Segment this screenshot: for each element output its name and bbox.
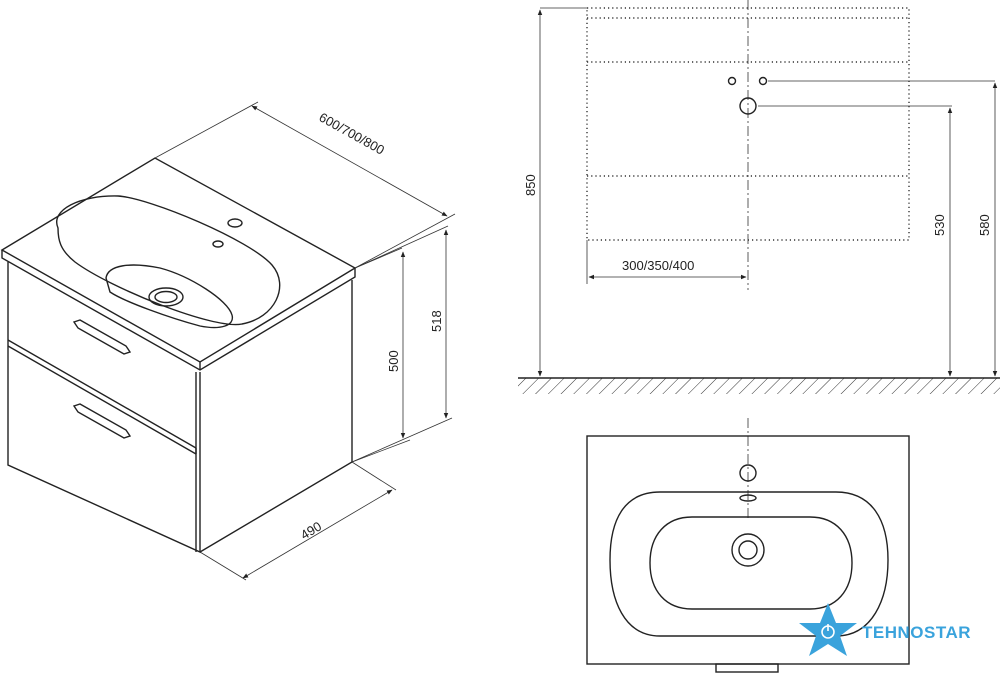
top-tap-hole — [739, 464, 757, 482]
wall-hole-right — [758, 76, 768, 86]
dim-height-total: 518 — [429, 310, 444, 332]
basin-drain — [148, 287, 184, 307]
tap-hole — [227, 218, 243, 228]
top-drain — [731, 533, 765, 567]
floor-hatch — [518, 378, 1000, 394]
logo: TEHNOSTAR — [799, 603, 971, 656]
top-basin-bowl — [649, 516, 853, 610]
top-bracket — [715, 663, 779, 673]
tap-hole-small — [212, 240, 224, 248]
drawer-handle-top — [72, 319, 132, 355]
dim-height-drain-high: 580 — [977, 214, 992, 236]
countertop-top — [0, 157, 357, 363]
dim-height-drain-low: 530 — [932, 214, 947, 236]
cabinet-front — [7, 262, 201, 554]
dim-depth: 490 — [298, 519, 324, 543]
isometric-view: 600/700/800 500 518 490 — [0, 101, 456, 581]
wall-hole-left — [727, 76, 737, 86]
countertop-edge — [1, 250, 356, 371]
drawer-handle-bottom — [72, 403, 132, 439]
logo-text: TEHNOSTAR — [862, 623, 971, 642]
dim-height-install: 850 — [523, 174, 538, 196]
top-view — [586, 418, 910, 673]
dim-height-body: 500 — [386, 350, 401, 372]
dim-width: 600/700/800 — [317, 110, 388, 158]
basin-rim — [56, 195, 281, 326]
basin-bowl — [105, 264, 234, 329]
top-overflow — [739, 494, 757, 502]
drawer-divider — [7, 339, 197, 449]
front-elevation: 850 530 580 300/350/400 — [518, 0, 1000, 394]
drain-hole — [739, 97, 757, 115]
dim-drain-offset: 300/350/400 — [622, 258, 694, 273]
cabinet-side — [199, 280, 353, 553]
top-basin-rim — [609, 491, 889, 637]
